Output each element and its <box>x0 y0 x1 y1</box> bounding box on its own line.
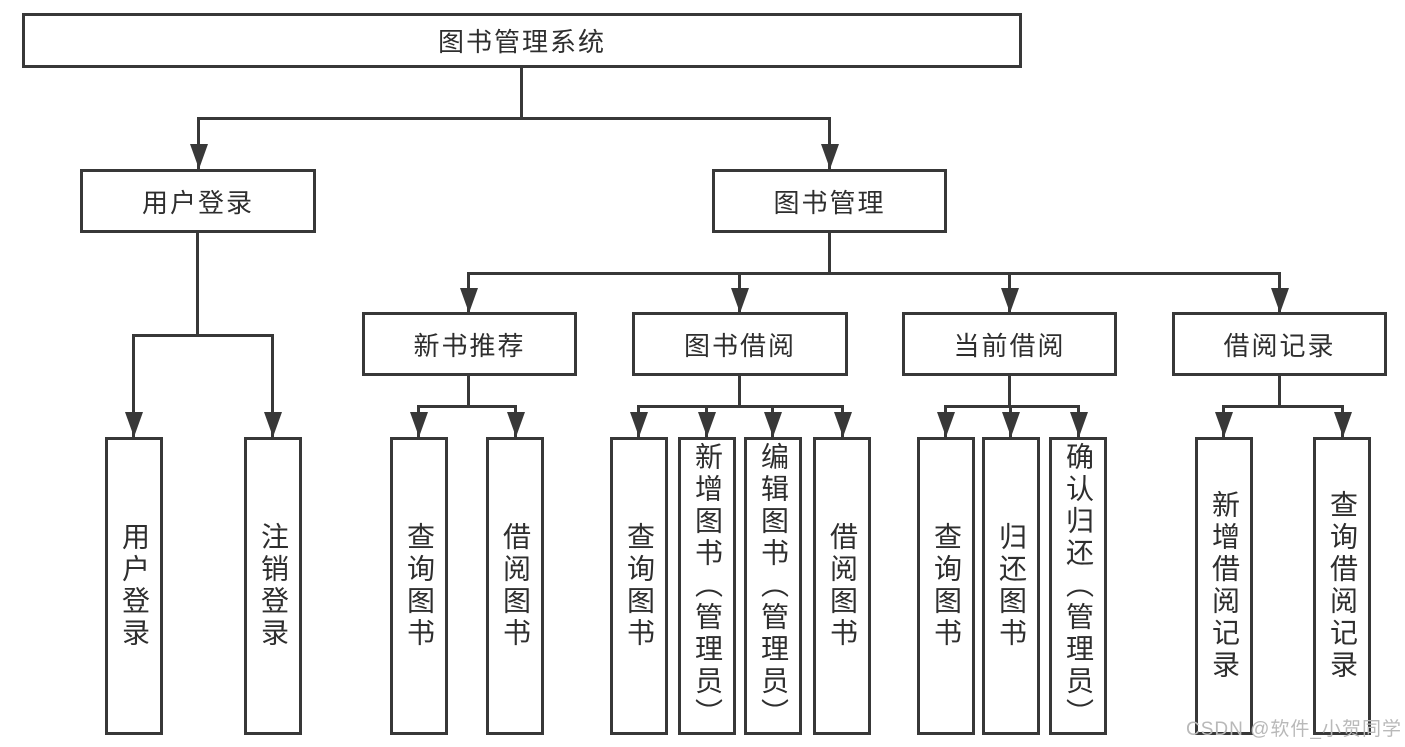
node-book-management: 图书管理 <box>712 169 947 233</box>
leaf-borrow-edit-books: 编辑图书（管理员） <box>744 437 802 735</box>
leaf-records-query-record: 查询借阅记录 <box>1313 437 1371 735</box>
connector-line <box>467 272 1281 275</box>
leaf-borrow-query-books: 查询图书 <box>610 437 668 735</box>
node-borrow-records: 借阅记录 <box>1172 312 1387 376</box>
node-user-login: 用户登录 <box>80 169 316 233</box>
connector-line <box>738 376 741 407</box>
node-label: 查询图书 <box>404 522 435 650</box>
csdn-watermark: CSDN @软件_小贺同学 <box>1186 719 1402 740</box>
connector-arrow <box>132 334 135 437</box>
connector-line <box>1278 376 1281 407</box>
connector-arrow <box>1278 272 1281 313</box>
connector-arrow <box>1008 272 1011 313</box>
node-label: 图书借阅 <box>683 330 796 361</box>
node-label: 查询借阅记录 <box>1327 490 1358 682</box>
connector-arrow <box>705 405 708 437</box>
leaf-borrow-add-books: 新增图书（管理员） <box>678 437 736 735</box>
connector-arrow <box>841 405 844 437</box>
connector-line <box>1222 405 1344 408</box>
leaf-current-query-books: 查询图书 <box>917 437 975 735</box>
node-label: 借阅记录 <box>1223 330 1336 361</box>
node-label: 用户登录 <box>119 522 150 650</box>
connector-line <box>828 233 831 274</box>
node-book-borrow: 图书借阅 <box>632 312 848 376</box>
connector-arrow <box>514 405 517 437</box>
connector-arrow <box>467 272 470 313</box>
node-label: 编辑图书（管理员） <box>758 442 789 730</box>
leaf-user-login: 用户登录 <box>105 437 163 735</box>
leaf-newbook-borrow-books: 借阅图书 <box>486 437 544 735</box>
connector-arrow <box>771 405 774 437</box>
connector-line <box>637 405 844 408</box>
connector-arrow <box>1222 405 1225 437</box>
node-label: 新增图书（管理员） <box>692 442 723 730</box>
connector-line <box>520 68 523 118</box>
connector-arrow <box>197 117 200 169</box>
connector-arrow <box>1077 405 1080 437</box>
node-current-borrow: 当前借阅 <box>902 312 1117 376</box>
leaf-borrow-borrow-books: 借阅图书 <box>813 437 871 735</box>
node-label: 新书推荐 <box>413 330 526 361</box>
leaf-current-return-books: 归还图书 <box>982 437 1040 735</box>
connector-arrow <box>828 117 831 169</box>
connector-line <box>197 117 831 120</box>
leaf-logout: 注销登录 <box>244 437 302 735</box>
connector-arrow <box>1341 405 1344 437</box>
connector-line <box>417 405 517 408</box>
connector-arrow <box>1009 405 1012 437</box>
node-label: 用户登录 <box>141 187 254 218</box>
node-label: 借阅图书 <box>827 522 858 650</box>
node-label: 新增借阅记录 <box>1209 490 1240 682</box>
connector-arrow <box>271 334 274 437</box>
node-label: 查询图书 <box>624 522 655 650</box>
node-label: 图书管理系统 <box>437 27 606 57</box>
connector-arrow <box>738 272 741 313</box>
node-new-book-recommend: 新书推荐 <box>362 312 577 376</box>
node-root: 图书管理系统 <box>22 13 1022 68</box>
connector-arrow <box>417 405 420 437</box>
node-label: 查询图书 <box>931 522 962 650</box>
leaf-newbook-query-books: 查询图书 <box>390 437 448 735</box>
connector-line <box>467 376 470 407</box>
connector-line <box>1008 376 1011 407</box>
node-label: 注销登录 <box>258 522 289 650</box>
node-label: 当前借阅 <box>953 330 1066 361</box>
node-label: 确认归还（管理员） <box>1063 442 1094 730</box>
connector-arrow <box>637 405 640 437</box>
leaf-current-confirm-return: 确认归还（管理员） <box>1049 437 1107 735</box>
connector-line <box>944 405 1080 408</box>
connector-line <box>196 233 199 336</box>
connector-arrow <box>944 405 947 437</box>
node-label: 图书管理 <box>773 187 886 218</box>
connector-line <box>132 334 274 337</box>
node-label: 归还图书 <box>996 522 1027 650</box>
leaf-records-add-record: 新增借阅记录 <box>1195 437 1253 735</box>
node-label: 借阅图书 <box>500 522 531 650</box>
